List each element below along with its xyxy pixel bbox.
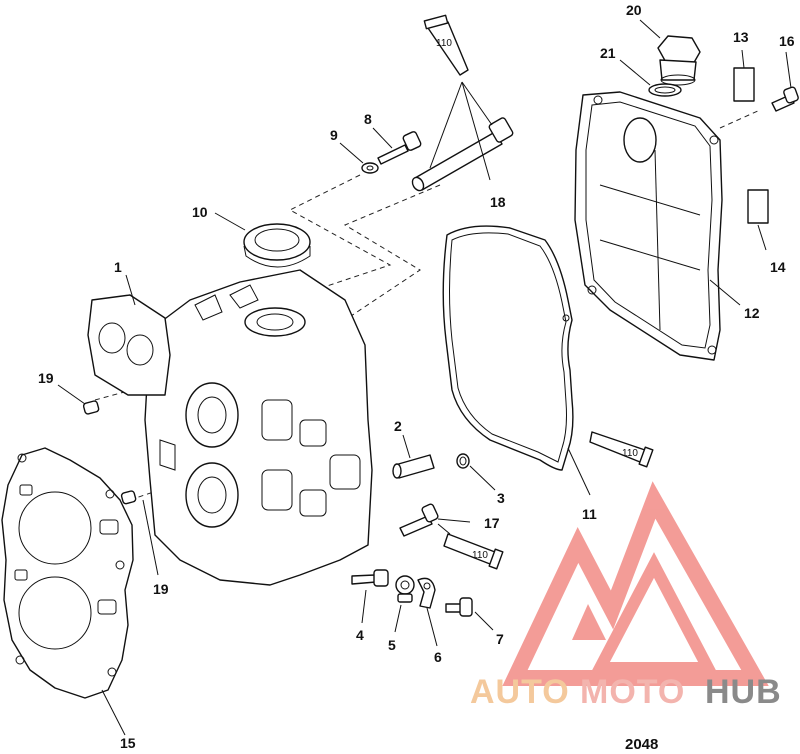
bolt-17	[399, 503, 439, 537]
callout-11: 11	[582, 506, 597, 522]
callout-8: 8	[364, 111, 372, 127]
bolt-16	[771, 86, 799, 112]
callout-12: 12	[744, 305, 760, 321]
seal-ring	[243, 223, 311, 268]
callout-21: 21	[600, 45, 616, 61]
callout-6: 6	[434, 649, 442, 665]
head-gasket	[1, 447, 134, 699]
cover-gasket	[442, 225, 574, 471]
sealant-tube-b: 110	[589, 431, 654, 468]
watermark-part1: AUTO	[470, 673, 570, 711]
oil-fill-cap	[657, 35, 701, 86]
sensor-4	[351, 569, 389, 587]
diagram-code: 2048	[625, 736, 658, 753]
sealant-tube-c-label: 110	[472, 550, 488, 561]
callout-17: 17	[484, 515, 500, 531]
callout-7: 7	[496, 631, 504, 647]
sleeve	[392, 454, 435, 479]
watermark-part2: MOTO	[580, 673, 685, 711]
callout-13: 13	[733, 29, 749, 45]
washer	[361, 162, 379, 174]
callout-14: 14	[770, 259, 786, 275]
kit-box-14	[747, 189, 769, 224]
sealant-tube-b-label: 110	[622, 448, 638, 459]
cylinder-head-cover	[574, 91, 723, 361]
callout-18: 18	[490, 194, 506, 210]
callout-2: 2	[394, 418, 402, 434]
watermark-logo	[502, 481, 769, 686]
clamp-6	[417, 577, 436, 609]
leader-lines	[57, 19, 792, 736]
bolt-7	[445, 597, 473, 617]
dowel-pin-upper	[82, 400, 100, 415]
callout-20: 20	[626, 2, 642, 18]
kit-box-13	[733, 67, 755, 102]
dowel-pin-lower	[120, 490, 137, 505]
callout-3: 3	[497, 490, 505, 506]
callout-19-upper: 19	[38, 370, 54, 386]
watermark-text: AUTO MOTO HUB	[470, 673, 782, 711]
callout-labels: 1 2 3 4 5 6 7 8 9 10 11 12 13 14 15 16 1…	[38, 2, 795, 751]
callout-5: 5	[388, 637, 396, 653]
cylinder-head	[87, 269, 373, 586]
sealant-tube-c: 110	[443, 533, 504, 570]
cap-5	[395, 575, 415, 603]
callout-9: 9	[330, 127, 338, 143]
bolt-long	[411, 117, 514, 192]
callout-1: 1	[114, 259, 122, 275]
watermark-part3: HUB	[705, 673, 782, 711]
bolt-short	[377, 131, 422, 165]
callout-16: 16	[779, 33, 795, 49]
o-ring-cap	[648, 83, 682, 97]
sealant-tube-a: 110	[423, 14, 469, 76]
callout-4: 4	[356, 627, 364, 643]
callout-15: 15	[120, 735, 136, 751]
o-ring-small	[456, 453, 470, 469]
sealant-tube-a-label: 110	[436, 38, 452, 49]
callout-19-lower: 19	[153, 581, 169, 597]
callout-10: 10	[192, 204, 208, 220]
